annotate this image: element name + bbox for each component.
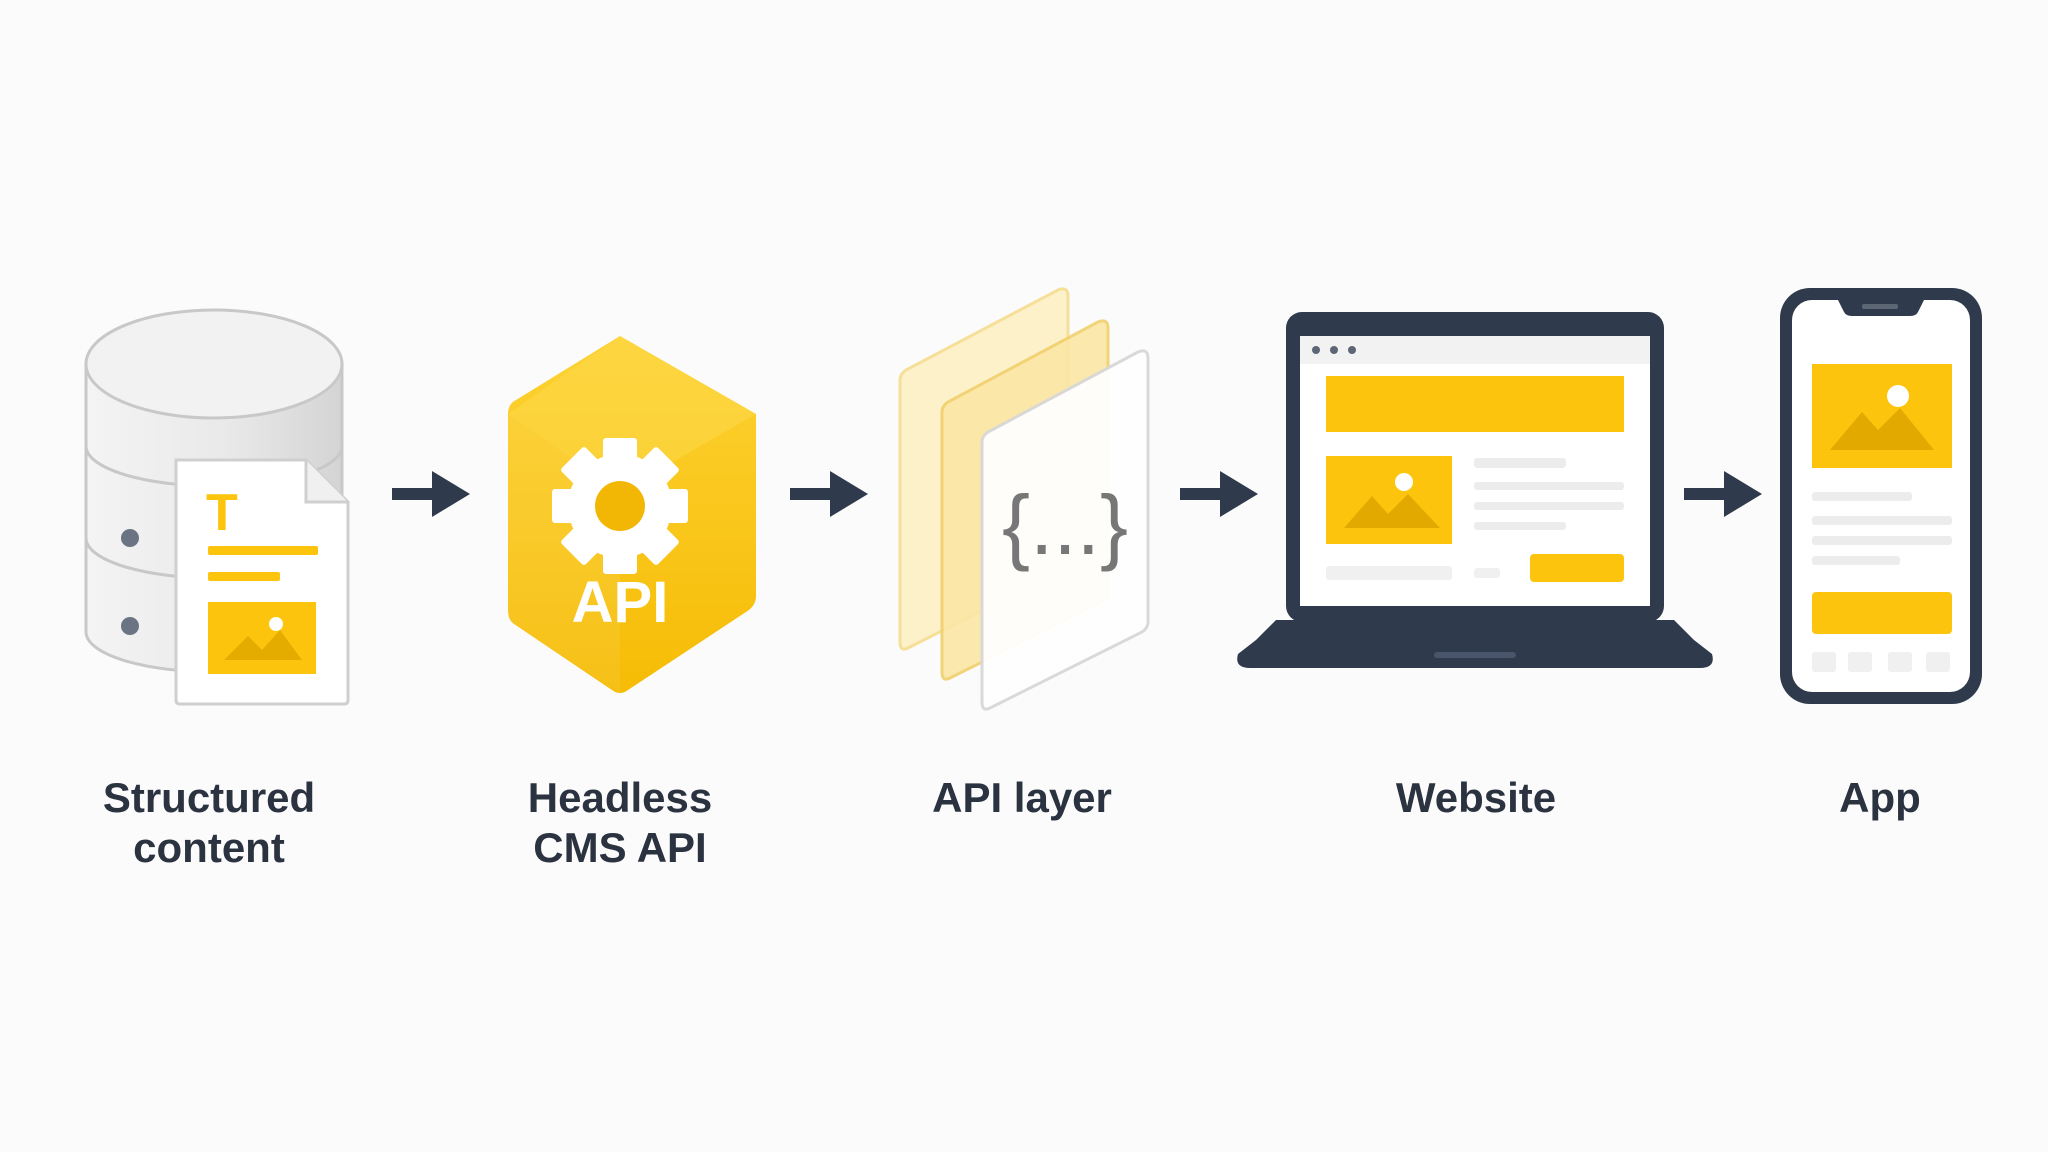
laptop-icon: [1237, 312, 1713, 668]
label-line: App: [1839, 774, 1921, 821]
label-line: Structured: [102, 774, 316, 821]
label-line: content: [133, 824, 285, 871]
gear-icon: [552, 438, 688, 574]
arrow-right-icon: [1684, 471, 1762, 517]
arrow-right-icon: [1180, 471, 1258, 517]
label-api-layer: API layer: [882, 773, 1162, 823]
label-line: Website: [1395, 774, 1557, 821]
api-gear-cube-icon: API: [508, 336, 756, 694]
image-placeholder-icon: [1812, 364, 1952, 468]
arrow-right-icon: [392, 471, 470, 517]
curly-braces-icon: {...}: [1002, 478, 1128, 572]
image-placeholder-icon: [1326, 456, 1452, 544]
label-headless-cms-api: Headless CMS API: [480, 773, 760, 873]
smartphone-icon: [1780, 288, 1982, 704]
label-line: Headless: [527, 774, 713, 821]
image-placeholder-icon: [208, 602, 316, 674]
cube-api-text: API: [572, 570, 669, 635]
document-heading-glyph: T: [206, 484, 238, 542]
database-document-icon: T: [84, 308, 350, 706]
arrow-right-icon: [790, 471, 868, 517]
label-website: Website: [1336, 773, 1616, 823]
label-line: CMS API: [533, 824, 707, 871]
label-line: API layer: [932, 774, 1112, 821]
layered-panels-icon: {...}: [898, 287, 1150, 711]
document-icon: T: [174, 458, 350, 706]
label-structured-content: Structured content: [64, 773, 354, 873]
label-app: App: [1740, 773, 2020, 823]
